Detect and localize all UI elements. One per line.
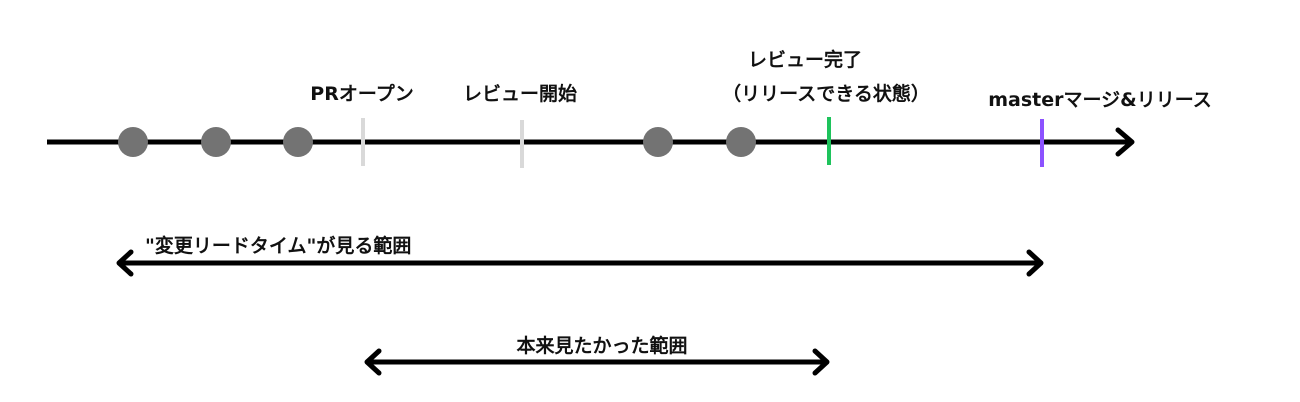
pr-open-label: PRオープン: [310, 82, 413, 105]
merge-release-label: masterマージ&リリース: [988, 89, 1212, 111]
lead-time-range-label: "変更リードタイム"が見る範囲: [145, 234, 411, 257]
review-done-sublabel: （リリースできる状態）: [722, 82, 930, 105]
commit-dot: [283, 127, 313, 157]
commit-dot: [643, 127, 673, 157]
arrowhead-left: [364, 348, 382, 376]
arrowhead-right: [812, 348, 830, 376]
commit-dot: [726, 127, 756, 157]
arrowhead-left: [116, 249, 134, 277]
commit-dot: [118, 127, 148, 157]
timeline-arrowhead: [1115, 127, 1135, 157]
arrowhead-right: [1026, 249, 1044, 277]
commit-dot: [201, 127, 231, 157]
intended-range-label: 本来見たかった範囲: [516, 334, 687, 357]
review-start-label: レビュー開始: [463, 82, 577, 105]
review-done-label: レビュー完了: [748, 48, 862, 71]
